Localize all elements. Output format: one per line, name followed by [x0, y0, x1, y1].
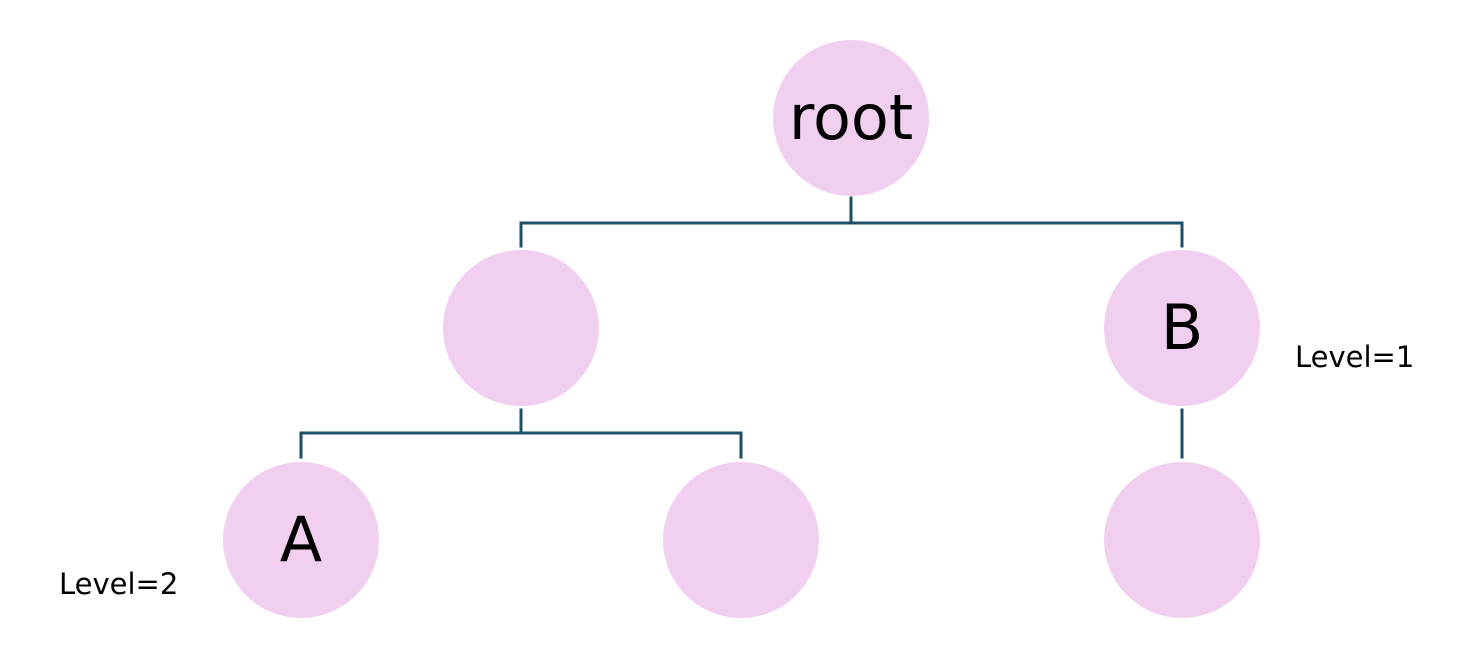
- node-a: A: [223, 462, 379, 618]
- node-a-label: A: [279, 503, 323, 576]
- node-b: B: [1104, 250, 1260, 406]
- node-a-level-annotation: Level=2: [59, 567, 179, 601]
- left-child-node: [443, 250, 599, 406]
- root-node: root: [773, 40, 929, 196]
- node-b-child-node: [1104, 462, 1260, 618]
- root-node-label: root: [788, 81, 914, 154]
- node-b-label: B: [1160, 291, 1204, 364]
- left-right-child-node: [663, 462, 819, 618]
- node-b-level-annotation: Level=1: [1295, 340, 1415, 374]
